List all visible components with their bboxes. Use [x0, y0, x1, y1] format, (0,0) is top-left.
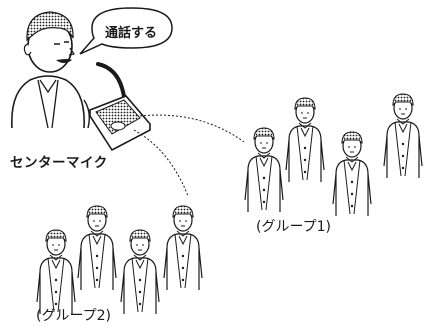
group1-person	[332, 131, 372, 217]
group1-person	[383, 93, 423, 179]
speaker-figure	[11, 11, 91, 129]
link-line-group1	[139, 114, 245, 143]
group2-label: (グループ2)	[36, 308, 111, 324]
speech-bubble	[79, 7, 173, 55]
group2-person	[36, 229, 76, 315]
group1-person	[244, 127, 284, 213]
group2-person	[120, 229, 160, 315]
group2-person	[77, 205, 117, 291]
center-mic-icon	[88, 62, 152, 152]
group1-label: (グループ1)	[256, 219, 331, 235]
group2-person	[163, 205, 203, 291]
link-line-group2	[133, 129, 189, 197]
center-mic-label: センターマイク	[10, 155, 108, 171]
group2-people	[36, 205, 203, 315]
group1-people	[244, 93, 423, 217]
speech-bubble-text: 通話する	[105, 26, 158, 41]
group1-person	[285, 97, 325, 183]
